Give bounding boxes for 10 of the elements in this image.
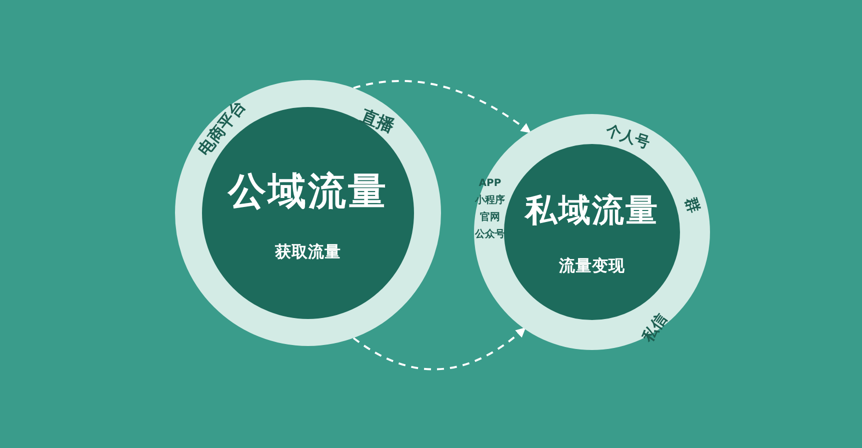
channel-label: 官网	[480, 213, 500, 223]
ring-label: 电商平台	[196, 98, 248, 158]
circle-subtitle: 获取流量	[275, 240, 341, 262]
ring-label: 个人号	[604, 122, 652, 152]
ring-label: 群	[682, 196, 702, 214]
circle-title: 私域流量	[524, 190, 660, 231]
ring-label: 直播	[358, 108, 396, 136]
circle-subtitle: 流量变现	[559, 255, 625, 277]
ring-label: 私信	[640, 311, 670, 345]
circle-title: 公域流量	[228, 168, 388, 214]
